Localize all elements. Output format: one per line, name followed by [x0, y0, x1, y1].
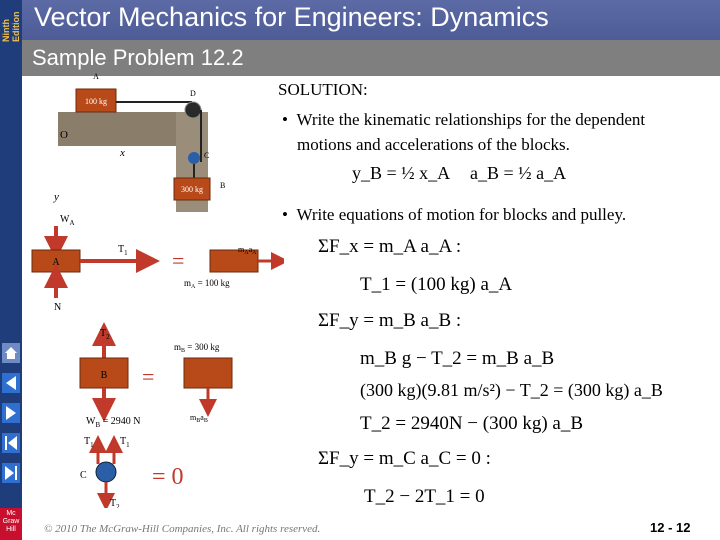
eq-sum-fx: ΣF_x = m_A a_A :: [318, 236, 462, 257]
fbd-pulley-c-label: C: [80, 470, 87, 481]
first-slide-icon[interactable]: [1, 432, 21, 454]
fbd-b-weight: WB = 2940 N: [86, 416, 141, 429]
copyright-footer: © 2010 The McGraw-Hill Companies, Inc. A…: [44, 523, 321, 535]
eq-kin-accel: a_B = ½ a_A: [470, 163, 567, 183]
block-a: [75, 88, 117, 113]
label-a: A: [93, 72, 99, 81]
bullet-2: • Write equations of motion for blocks a…: [282, 205, 627, 224]
pulley-c: [188, 152, 200, 164]
fbd-block-a-label: A: [52, 257, 60, 268]
fbd-c-t1-right: T1: [120, 436, 130, 449]
side-toolbar: [0, 0, 22, 540]
slide-subtitle: Sample Problem 12.2: [32, 45, 244, 70]
fbd-a-mass: mA = 100 kg: [184, 278, 230, 290]
fbd-a-equals: =: [172, 248, 184, 273]
fbd-b-tension: T2: [100, 328, 110, 341]
free-body-diagrams: WA A T1 N = mAaA mA = 100 kg T2 B WB = 2…: [31, 214, 284, 508]
fbd-kin-b: [183, 357, 233, 389]
previous-slide-icon[interactable]: [1, 372, 21, 394]
fbd-a-weight: WA: [60, 214, 75, 227]
block-b: [173, 177, 211, 201]
pulley-d: [184, 101, 202, 119]
slide-title: Vector Mechanics for Engineers: Dynamics: [34, 2, 549, 32]
label-d: D: [190, 89, 196, 98]
fbd-kin-b-label: mBaB: [190, 413, 208, 424]
fbd-a-tension: T1: [118, 244, 128, 257]
label-b: B: [220, 181, 225, 190]
fbd-a-normal: N: [54, 302, 61, 313]
fbd-b-equals: =: [142, 364, 154, 389]
title-bar: [22, 0, 720, 40]
bullet-1: • Write the kinematic relationships for …: [282, 110, 646, 129]
eq-b2: (300 kg)(9.81 m/s²) − T_2 = (300 kg) a_B: [360, 380, 663, 400]
fbd-b-mass: mB = 300 kg: [174, 342, 220, 354]
eq-kin-position: y_B = ½ x_A: [352, 163, 451, 183]
subtitle-bar: [22, 40, 720, 76]
last-slide-icon[interactable]: [1, 462, 21, 484]
mass-a-label: 100 kg: [85, 97, 107, 106]
eq-c1: T_2 − 2T_1 = 0: [364, 486, 485, 507]
eq-b3: T_2 = 2940N − (300 kg) a_B: [360, 413, 584, 434]
eq-b1: m_B g − T_2 = m_B a_B: [360, 348, 555, 369]
axis-y-label: y: [53, 191, 59, 203]
fbd-block-b-label: B: [101, 370, 108, 381]
next-slide-icon[interactable]: [1, 402, 21, 424]
pulley-system-diagram: A 100 kg D C 300 kg B O x y: [53, 72, 225, 212]
page-number: 12 - 12: [650, 520, 691, 535]
origin-label: O: [60, 129, 68, 141]
fbd-c-equals: = 0: [152, 464, 184, 490]
fbd-kin-a-label: mAaA: [238, 245, 257, 256]
bullet-1-cont: motions and accelerations of the blocks.: [297, 135, 570, 154]
eq-sum-fy-c: ΣF_y = m_C a_C = 0 :: [318, 448, 491, 469]
label-c: C: [204, 151, 209, 160]
eq-t1: T_1 = (100 kg) a_A: [360, 274, 513, 295]
fbd-pulley-c: [95, 461, 117, 483]
eq-sum-fy-b: ΣF_y = m_B a_B :: [318, 310, 462, 331]
axis-x-label: x: [119, 147, 125, 159]
fbd-c-t1-left: T1: [84, 436, 94, 449]
home-icon[interactable]: [1, 342, 21, 364]
solution-heading: SOLUTION:: [278, 80, 368, 99]
edition-label: Ninth Edition: [1, 11, 21, 43]
fbd-c-t2: T2: [110, 498, 120, 508]
mass-b-label: 300 kg: [181, 185, 203, 194]
